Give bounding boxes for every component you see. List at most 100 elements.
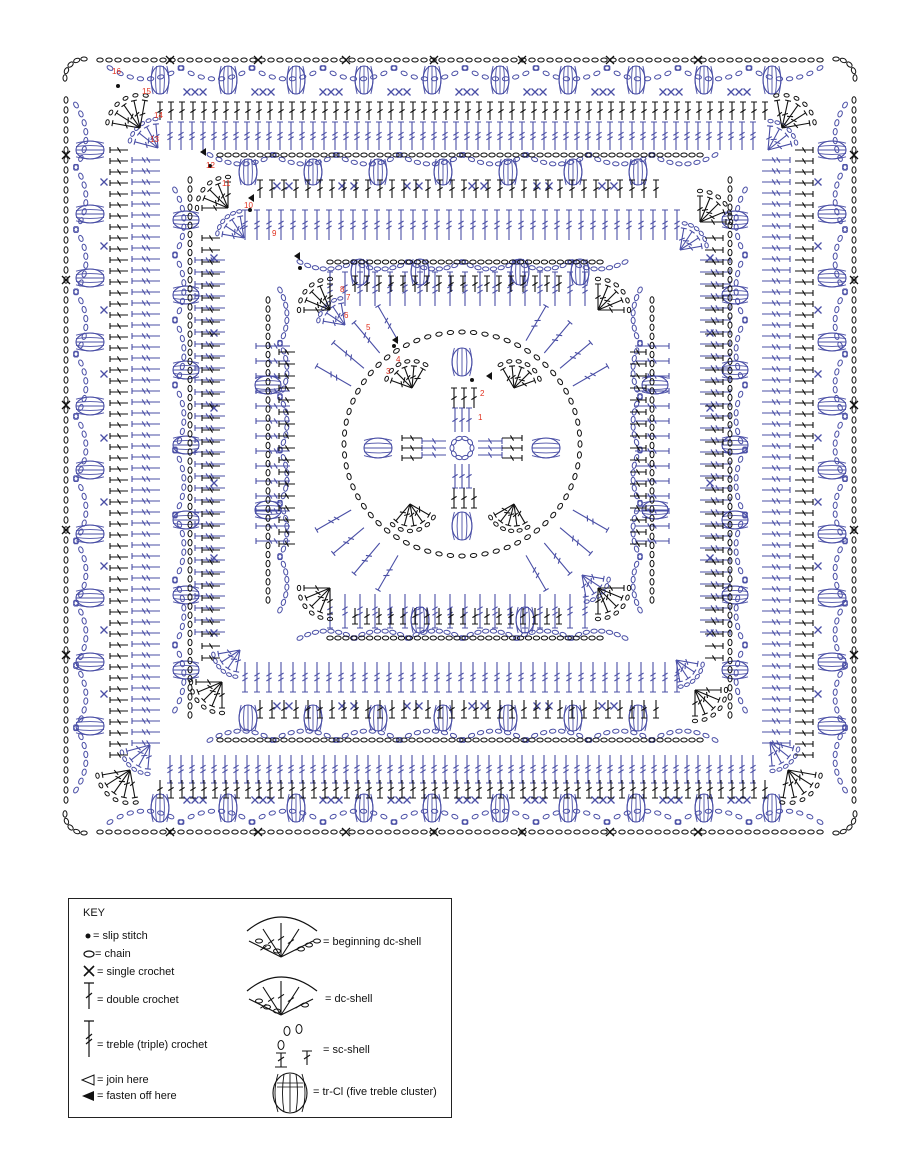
treble-crochet-mark <box>343 121 349 150</box>
chain-stitch <box>217 808 226 814</box>
chain-stitch <box>258 70 266 77</box>
double-crochet-mark <box>497 179 503 198</box>
chain-stitch <box>265 587 271 595</box>
treble-crochet-mark <box>432 594 438 629</box>
tr-cluster-stroke <box>570 793 573 823</box>
chain-stitch <box>613 813 621 820</box>
chain-stitch <box>779 800 786 805</box>
double-crochet-mark <box>542 101 548 120</box>
chain-stitch <box>546 829 554 835</box>
chain-stitch <box>319 819 327 825</box>
double-crochet-mark <box>196 681 223 695</box>
chain-stitch <box>283 568 289 576</box>
treble-crochet-mark <box>131 630 160 636</box>
double-crochet-mark <box>694 689 721 703</box>
chain-stitch <box>280 332 287 340</box>
chain-stitch <box>548 259 557 265</box>
chain-stitch <box>584 737 592 743</box>
chain-stitch <box>294 57 302 63</box>
chain-stitch <box>851 526 857 534</box>
treble-crochet-mark <box>552 271 558 306</box>
chain-stitch <box>727 303 733 311</box>
chain-stitch <box>348 57 356 63</box>
double-crochet-mark <box>109 565 128 571</box>
chain-stitch <box>63 716 69 724</box>
chain-stitch <box>508 635 517 641</box>
chain-stitch <box>582 265 590 271</box>
chain-stitch <box>346 472 352 481</box>
single-crochet-mark <box>480 702 488 710</box>
tr-cluster-stroke <box>172 435 200 439</box>
treble-crochet-mark <box>762 322 791 328</box>
treble-crochet-mark <box>684 755 690 784</box>
tr-cluster-stroke <box>778 65 782 95</box>
chain-stitch <box>63 126 69 134</box>
double-crochet-mark <box>461 179 467 198</box>
double-crochet-mark <box>641 101 647 120</box>
chain-stitch <box>702 236 708 242</box>
chain-stitch <box>326 635 334 641</box>
chain-stitch <box>706 190 713 195</box>
treble-crochet-mark <box>572 363 610 387</box>
chain-stitch <box>73 537 79 545</box>
chain-stitch <box>711 152 719 158</box>
chain-stitch <box>392 737 400 743</box>
chain-stitch <box>733 548 739 556</box>
double-crochet-mark <box>795 488 814 494</box>
chain-stitch <box>350 259 358 265</box>
tr-cluster-stroke <box>75 396 105 400</box>
key-label-single-crochet: = single crochet <box>97 966 175 978</box>
chain-stitch <box>123 57 131 63</box>
chain-stitch <box>542 361 549 368</box>
single-crochet-mark <box>285 182 293 190</box>
chain-stitch <box>696 152 704 158</box>
chain-stitch <box>765 810 773 816</box>
tr-cluster-stroke <box>767 793 770 823</box>
chain-stitch <box>81 679 87 687</box>
chain-stitch <box>177 65 185 71</box>
double-crochet-mark <box>705 619 724 625</box>
chain-stitch <box>702 156 710 163</box>
chain-stitch <box>288 76 297 82</box>
chain-stitch <box>851 296 857 304</box>
chain-stitch <box>330 829 338 835</box>
chain-stitch <box>176 502 183 510</box>
chain-stitch <box>179 427 185 436</box>
tr-cluster-stroke <box>254 500 282 504</box>
chain-stitch <box>63 506 69 514</box>
chain-stitch <box>308 610 315 616</box>
chain-stitch <box>832 635 838 643</box>
double-crochet-mark <box>545 700 551 719</box>
chain-stitch <box>63 156 69 164</box>
tr-cluster-stroke <box>626 65 630 95</box>
chain-stitch <box>832 830 840 836</box>
double-crochet-mark <box>751 780 757 799</box>
chain-stitch <box>440 159 449 165</box>
double-crochet-mark <box>389 700 395 719</box>
tr-cluster-stroke <box>172 526 200 530</box>
chain-stitch <box>445 259 453 265</box>
chain-stitch <box>834 145 840 154</box>
chain-stitch <box>190 688 195 695</box>
chain-stitch <box>834 208 840 216</box>
double-crochet-mark <box>705 307 724 313</box>
chain-stitch <box>283 484 289 492</box>
chain-stitch <box>400 737 408 743</box>
double-crochet-mark <box>245 780 251 799</box>
chain-stitch <box>649 378 655 386</box>
chain-stitch <box>503 337 511 344</box>
double-crochet-mark <box>521 700 527 719</box>
treble-crochet-mark <box>131 575 160 581</box>
chain-stitch <box>187 638 193 647</box>
tr-cluster-stroke <box>75 412 105 416</box>
treble-crochet-mark <box>762 256 791 262</box>
chain-stitch <box>672 57 680 63</box>
chain-stitch <box>157 74 165 80</box>
chain-stitch <box>63 586 69 594</box>
chain-stitch <box>63 536 69 544</box>
chain-stitch <box>224 174 232 180</box>
chain-stitch <box>842 724 848 732</box>
double-crochet-mark <box>795 312 814 318</box>
treble-crochet-mark <box>178 121 184 150</box>
double-crochet-mark <box>245 101 251 120</box>
